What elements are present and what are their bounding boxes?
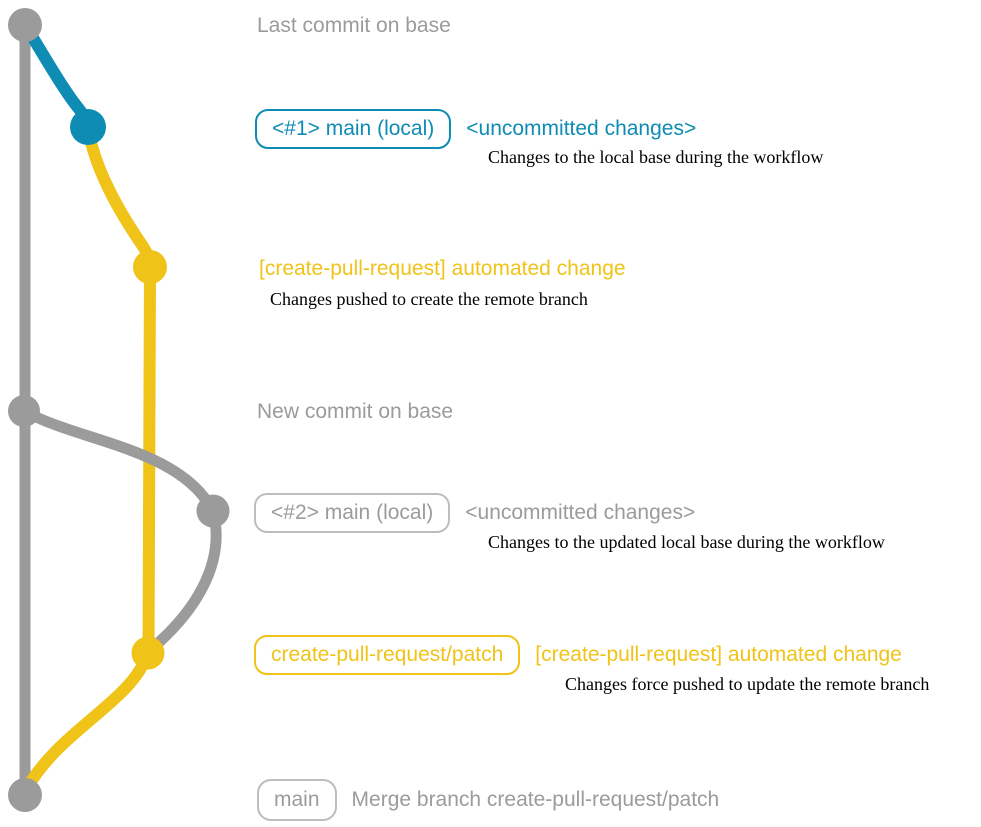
branch-badge-main1: <#1> main (local): [255, 109, 452, 149]
commit-dot-merge: [8, 778, 42, 812]
label-new-commit-on-base: New commit on base: [257, 400, 454, 423]
label-merge-commit: Merge branch create-pull-request/patch: [351, 788, 720, 811]
status-uncommitted-1: <uncommitted changes>: [466, 117, 697, 140]
row-merge: main Merge branch create-pull-request/pa…: [257, 779, 719, 821]
commit-dot-base-last: [8, 8, 42, 42]
row-main2: <#2> main (local) <uncommitted changes>: [254, 493, 695, 533]
caption-local-base-changes: Changes to the local base during the wor…: [488, 147, 824, 167]
commit-dot-base-new: [8, 395, 40, 427]
branch-badge-patch: create-pull-request/patch: [254, 635, 521, 675]
commit-dot-pr-create: [133, 250, 167, 284]
label-last-commit-on-base: Last commit on base: [257, 14, 451, 37]
branch-badge-main2: <#2> main (local): [254, 493, 451, 533]
branch-badge-main: main: [257, 779, 337, 821]
row-main1: <#1> main (local) <uncommitted changes>: [255, 109, 696, 149]
pr-branch-curve-top: [82, 121, 156, 273]
patch-to-merge-curve: [21, 647, 154, 794]
label-pr-update-commit: [create-pull-request] automated change: [535, 643, 902, 666]
commit-dot-pr-update: [131, 636, 165, 670]
commit-dot-main1: [70, 109, 106, 145]
caption-force-pushed-update-branch: Changes force pushed to update the remot…: [565, 674, 930, 694]
commit-dot-main2: [196, 494, 230, 528]
caption-updated-local-base-changes: Changes to the updated local base during…: [488, 532, 885, 552]
row-pr-update: create-pull-request/patch [create-pull-r…: [254, 635, 902, 675]
caption-pushed-create-branch: Changes pushed to create the remote bran…: [270, 289, 588, 309]
label-pr-create-commit: [create-pull-request] automated change: [259, 257, 626, 280]
base-to-main2-curve: [18, 405, 219, 517]
status-uncommitted-2: <uncommitted changes>: [465, 501, 696, 524]
main2-to-patch-curve: [144, 505, 222, 656]
